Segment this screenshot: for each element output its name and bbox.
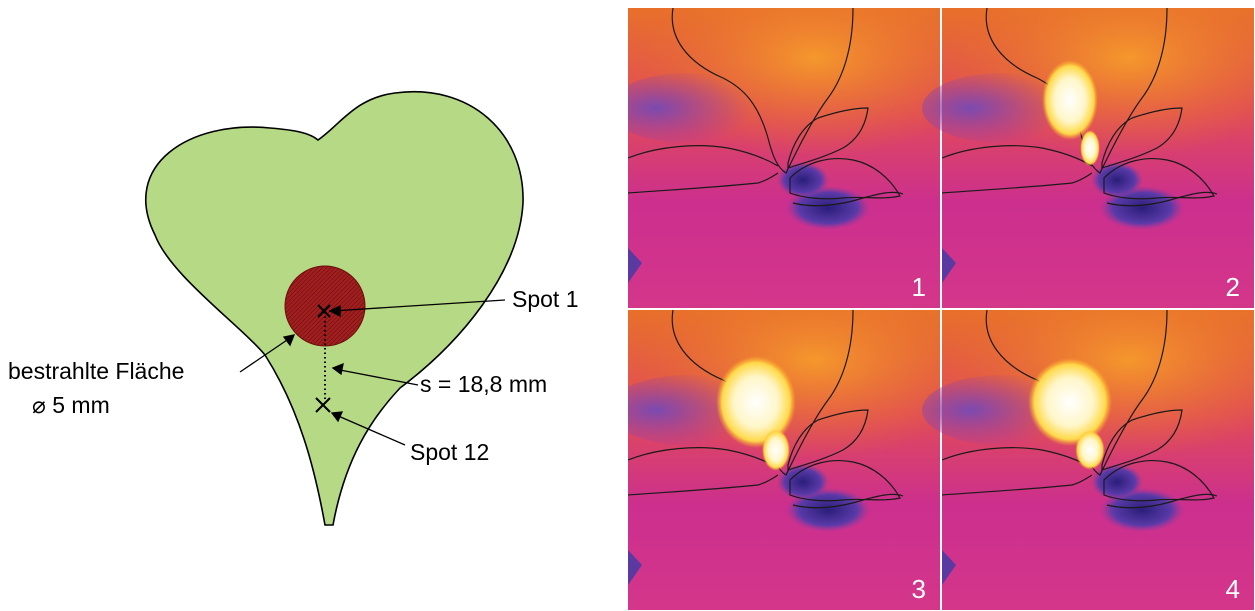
left-lower-outline	[941, 474, 1093, 496]
petal-outline	[1101, 107, 1183, 169]
cool-edge	[942, 248, 956, 283]
cool-edge	[628, 248, 642, 283]
lower-outline	[792, 493, 904, 509]
spot-12-marker	[315, 397, 331, 413]
cool-edge	[628, 550, 642, 585]
left-lower-outline	[941, 172, 1093, 194]
petal-outline	[787, 107, 869, 169]
thermal-panel-2: 2	[922, 8, 1254, 308]
diameter-label: ⌀ 5 mm	[32, 392, 110, 418]
petal-outline	[787, 409, 869, 471]
heat-spot-tail	[762, 429, 790, 471]
heat-spot-tail	[1075, 430, 1105, 470]
thermal-panel-1: 1	[628, 8, 940, 308]
left-outline	[628, 145, 779, 167]
middle-outline	[789, 157, 901, 200]
irradiated-area	[284, 265, 366, 347]
lower-outline	[792, 191, 904, 207]
spot-12-label: Spot 12	[410, 439, 489, 465]
panel-number: 3	[912, 574, 926, 604]
irradiated-area-label: bestrahlte Fläche	[8, 358, 184, 384]
heat-spot-tail	[1080, 130, 1100, 166]
petal-outline	[1101, 409, 1183, 471]
violet-region	[628, 73, 768, 143]
callout-arrows	[239, 299, 506, 446]
violet-region	[922, 73, 1082, 143]
spot-1-label: Spot 1	[512, 286, 579, 312]
heat-spot	[716, 356, 796, 448]
leaf-diagram: Spot 1 s = 18,8 mm Spot 12 bestrahlte Fl…	[8, 90, 579, 526]
thermal-panel-3: 3	[628, 309, 940, 610]
middle-outline	[1103, 459, 1215, 502]
spot-1-marker	[317, 304, 331, 318]
heat-spot	[1028, 358, 1112, 446]
middle-outline	[1103, 157, 1215, 200]
left-lower-outline	[628, 172, 779, 194]
panel-number: 2	[1226, 272, 1240, 302]
upper-outline	[671, 8, 854, 174]
left-lower-outline	[628, 474, 779, 496]
distance-label: s = 18,8 mm	[420, 371, 547, 397]
cool-edge	[942, 550, 956, 585]
lower-outline	[1106, 191, 1218, 207]
thermal-panel-4: 4	[922, 309, 1254, 610]
thermal-image-grid: 1 2 3 4	[628, 8, 1254, 610]
panel-number: 4	[1226, 574, 1240, 604]
heat-spot	[1042, 60, 1098, 140]
panel-number: 1	[912, 272, 926, 302]
left-outline	[941, 145, 1093, 167]
middle-outline	[789, 459, 901, 502]
lower-outline	[1106, 493, 1218, 509]
